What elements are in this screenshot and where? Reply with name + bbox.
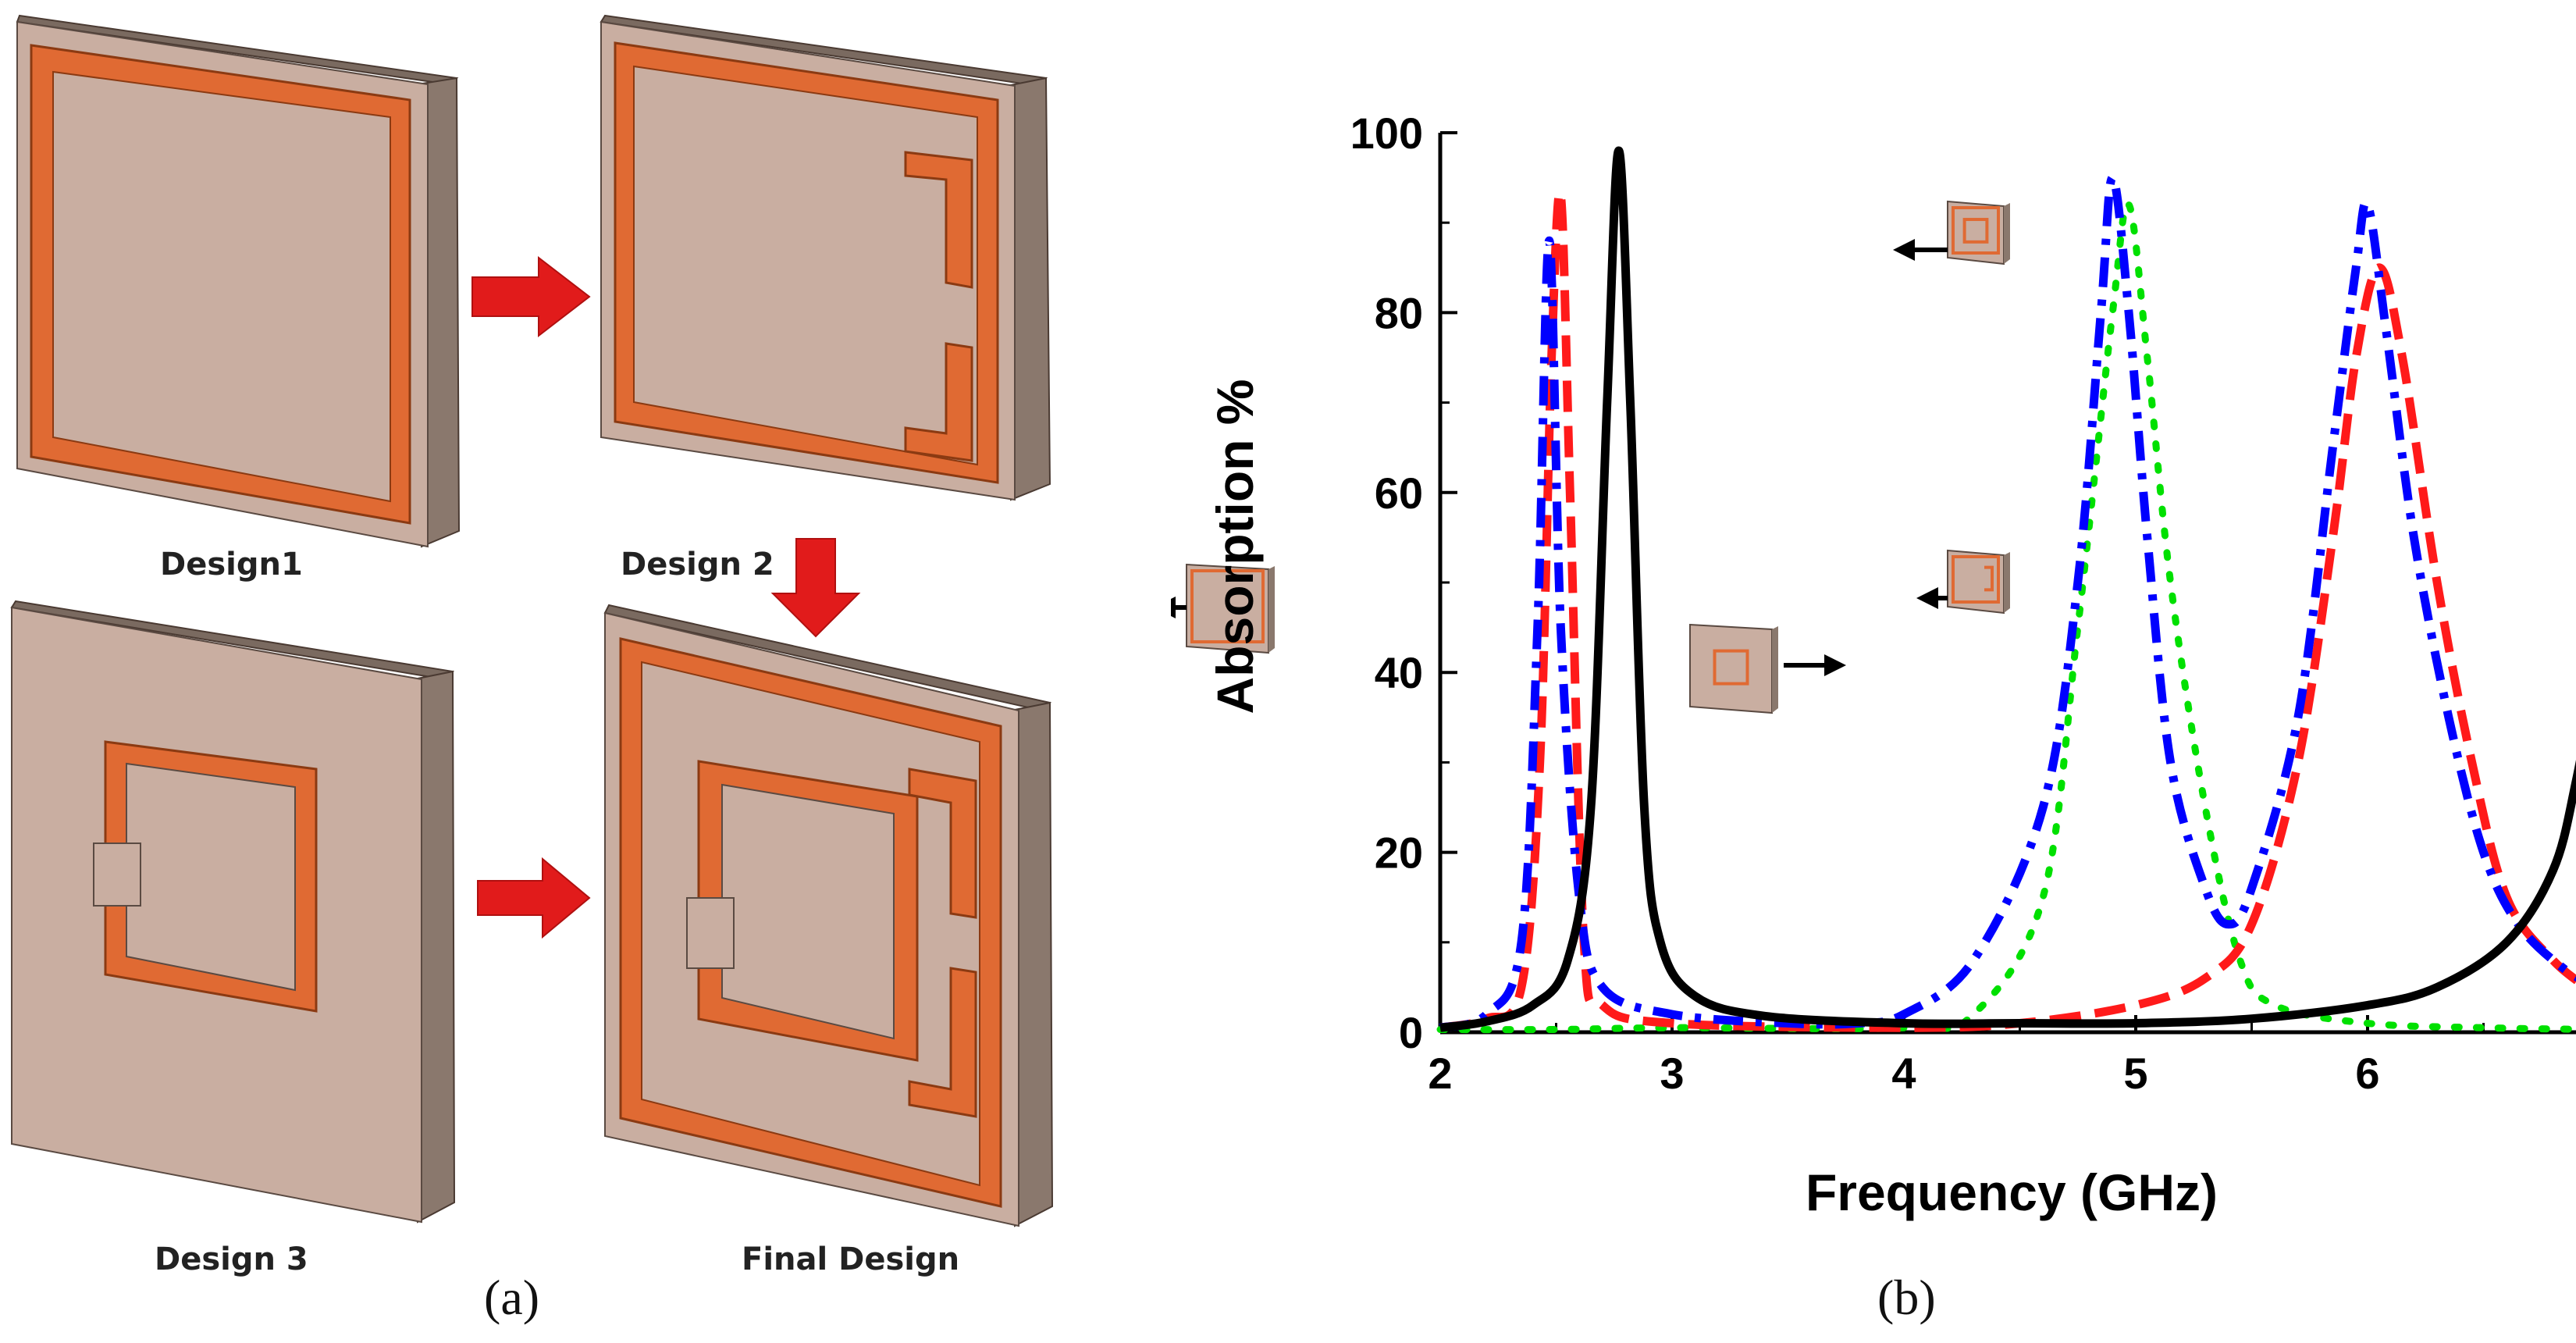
inset-final: [1947, 200, 2010, 265]
x-tick-label: 3: [1660, 1049, 1684, 1098]
x-tick-label: 6: [2355, 1049, 2379, 1098]
y-tick-label: 40: [1375, 648, 1423, 697]
design2-ring-inner: [633, 65, 978, 466]
inset-final-side: [2004, 203, 2010, 264]
absorption-chart: 234567020406080100 Frequency (GHz) Absor…: [1154, 109, 2576, 1221]
x-tick-label: 4: [1891, 1049, 1916, 1098]
arrow-design3-to-final: [477, 857, 591, 939]
chart-axes: 234567020406080100: [1350, 109, 2576, 1098]
inset-design3-face: [1689, 623, 1773, 714]
inset-pointer-design3-head: [1824, 654, 1846, 676]
design2-label: Design 2: [621, 547, 774, 582]
final-square-inner: [721, 783, 895, 1040]
series-line-black: [1439, 146, 2576, 1032]
arrow-design1-to-design2: [471, 255, 591, 338]
design2-block: [600, 14, 1051, 501]
inset-pointer-design1: [1154, 597, 1187, 618]
final-hook-bottom: [908, 967, 977, 1118]
inset-final-square: [1962, 218, 1989, 244]
chart-series: [1436, 146, 2576, 1034]
design1-block: [16, 14, 461, 548]
final-design-block: [603, 604, 1054, 1227]
inset-design1: [1186, 563, 1275, 654]
inset-pointer-design1-head: [1154, 597, 1176, 618]
design3-square-inner: [126, 762, 296, 992]
x-tick-label: 5: [2123, 1049, 2147, 1098]
inset-pointer-design3: [1784, 654, 1846, 676]
y-tick-label: 20: [1375, 828, 1423, 878]
inset-pointer-final-head: [1893, 239, 1915, 261]
design1-label: Design1: [160, 547, 303, 582]
inset-design2-side: [2004, 552, 2010, 613]
panel-b: 234567020406080100 Frequency (GHz) Absor…: [1154, 0, 2576, 1339]
inset-pointer-design2-head: [1916, 587, 1938, 609]
panel-a-label: (a): [484, 1270, 540, 1325]
inset-design3: [1689, 623, 1778, 714]
design-diagrams: [10, 14, 1054, 1227]
y-tick-label: 0: [1399, 1008, 1423, 1057]
inset-design2-ring: [1952, 555, 2000, 604]
arrow-design2-to-final: [770, 538, 861, 638]
inset-design3-side: [1772, 626, 1778, 713]
y-tick-label: 80: [1375, 288, 1423, 337]
panel-b-label: (b): [1877, 1270, 1936, 1325]
series-line-blue: [1439, 173, 2576, 1032]
design3-gap: [93, 842, 141, 907]
inset-final-ring: [1952, 206, 2000, 255]
inset-design1-side: [1268, 566, 1275, 653]
inset-design3-square: [1713, 649, 1749, 686]
inset-design2-hooks: [1984, 565, 1994, 592]
design3-label: Design 3: [155, 1241, 308, 1277]
design2-hook-top: [904, 151, 973, 289]
y-tick-label: 100: [1350, 109, 1423, 158]
inset-design2: [1947, 549, 2010, 615]
inset-design1-ring: [1190, 569, 1265, 643]
panel-a: Design1 Design 2 Design 3 Final Design (…: [0, 0, 1171, 1339]
inset-pointer-final: [1893, 239, 1948, 261]
final-hook-top: [908, 768, 977, 919]
design2-hook-bottom: [904, 342, 973, 462]
x-axis-label: Frequency (GHz): [1806, 1163, 2218, 1221]
final-design-label: Final Design: [742, 1241, 960, 1277]
design3-block: [10, 600, 456, 1224]
x-tick-label: 2: [1428, 1049, 1452, 1098]
y-tick-label: 60: [1375, 468, 1423, 518]
y-axis-label: Absorption %: [1206, 379, 1264, 714]
final-gap: [686, 897, 735, 969]
design1-ring-inner: [52, 70, 391, 503]
inset-pointer-design2: [1916, 587, 1948, 609]
chart-insets: [1154, 200, 2010, 714]
